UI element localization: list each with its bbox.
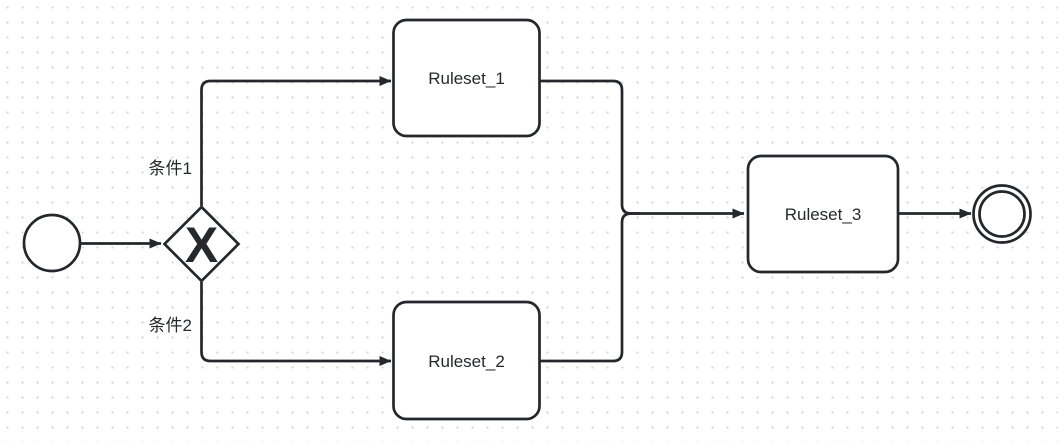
- flow-label-condition-1[interactable]: 条件1: [149, 159, 192, 178]
- exclusive-gateway-x-icon: X: [185, 217, 218, 273]
- end-event[interactable]: [972, 184, 1032, 244]
- task-ruleset-3[interactable]: Ruleset_3: [746, 154, 900, 274]
- task-ruleset-1[interactable]: Ruleset_1: [392, 18, 541, 138]
- task-ruleset-1-box[interactable]: [392, 18, 541, 138]
- flow-label-condition-2[interactable]: 条件2: [149, 316, 192, 335]
- exclusive-gateway[interactable]: X: [162, 205, 241, 283]
- sequence-flow-ruleset-2-to-ruleset-3[interactable]: [539, 212, 640, 363]
- task-ruleset-3-box[interactable]: [746, 154, 900, 274]
- task-ruleset-2[interactable]: Ruleset_2: [392, 300, 541, 421]
- exclusive-gateway-diamond[interactable]: [162, 205, 241, 283]
- sequence-flow-condition-1[interactable]: [200, 76, 392, 206]
- sequence-flow-ruleset-1-to-ruleset-3[interactable]: [539, 79, 745, 219]
- task-ruleset-2-box[interactable]: [392, 300, 541, 421]
- end-event-inner-circle: [978, 190, 1026, 238]
- task-ruleset-3-label: Ruleset_3: [785, 205, 862, 224]
- task-ruleset-2-label: Ruleset_2: [428, 352, 505, 371]
- task-ruleset-1-label: Ruleset_1: [428, 69, 505, 88]
- sequence-flow-condition-2[interactable]: [200, 282, 392, 366]
- start-event[interactable]: [22, 213, 82, 273]
